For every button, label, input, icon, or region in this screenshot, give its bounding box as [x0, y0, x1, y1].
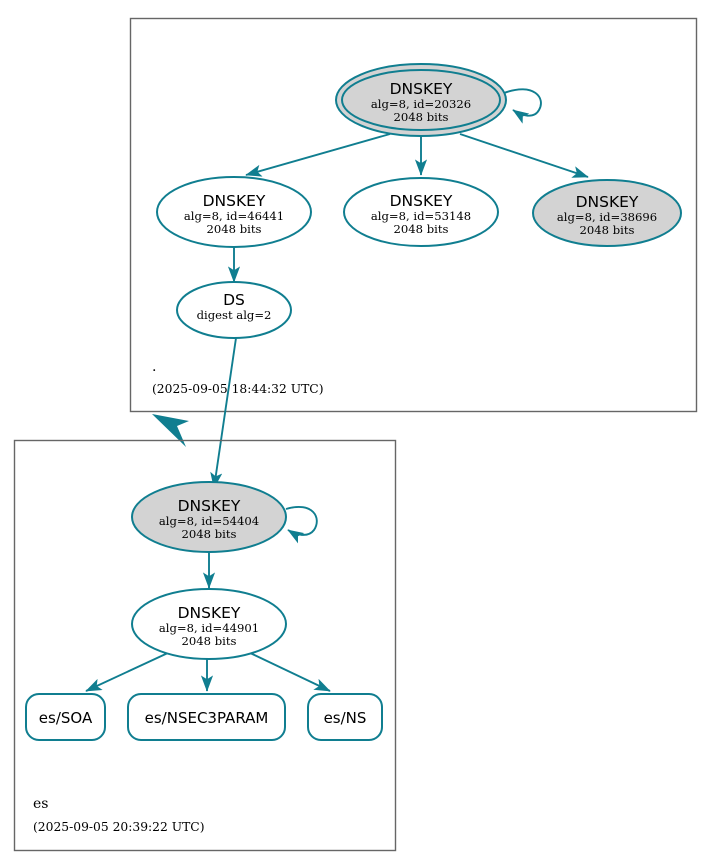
node-dnskey-46441-keysize: 2048 bits	[207, 222, 262, 236]
node-rrset-es-soa-box	[25, 693, 106, 741]
node-dnskey-54404-algid: alg=8, id=54404	[159, 514, 259, 528]
node-dnskey-44901-keysize: 2048 bits	[182, 634, 237, 648]
node-dnskey-54404-ellipse	[131, 481, 287, 553]
node-dnskey-38696-keysize: 2048 bits	[580, 223, 635, 237]
node-rrset-es-ns-label: es/NS	[324, 709, 367, 727]
zone-es-timestamp: (2025-09-05 20:39:22 UTC)	[33, 820, 205, 834]
node-dnskey-54404-title: DNSKEY	[178, 497, 241, 515]
zone-es-border	[13, 439, 397, 852]
node-dnskey-44901-algid: alg=8, id=44901	[159, 621, 259, 635]
node-dnskey-20326-keysize: 2048 bits	[394, 110, 449, 124]
node-dnskey-53148[interactable]: DNSKEY alg=8, id=53148 2048 bits	[343, 177, 499, 247]
edge-ksk20326-to-zsk38696	[459, 133, 589, 178]
node-dnskey-38696[interactable]: DNSKEY alg=8, id=38696 2048 bits	[532, 179, 682, 247]
node-rrset-es-nsec3param-label: es/NSEC3PARAM	[145, 709, 269, 727]
node-dnskey-46441-title: DNSKEY	[203, 192, 266, 210]
node-dnskey-20326-title: DNSKEY	[390, 80, 453, 98]
zone-es-edges	[85, 506, 331, 692]
node-dnskey-20326-algid: alg=8, id=20326	[371, 97, 471, 111]
node-dnskey-38696-title: DNSKEY	[576, 193, 639, 211]
edge-ksk20326-to-zsk46441	[245, 133, 391, 177]
node-dnskey-54404[interactable]: DNSKEY alg=8, id=54404 2048 bits	[131, 481, 287, 553]
node-dnskey-38696-algid: alg=8, id=38696	[557, 210, 657, 224]
edge-es-ksk54404-self-signature	[285, 506, 318, 544]
edge-es-zsk44901-to-ns	[247, 651, 331, 692]
node-rrset-es-soa-label: es/SOA	[39, 709, 93, 727]
zone-root: DNSKEY alg=8, id=20326 2048 bits DNSKEY …	[129, 17, 698, 413]
node-ds-digest-alg2[interactable]: DS digest alg=2	[176, 281, 292, 339]
node-rrset-es-soa[interactable]: es/SOA	[25, 693, 106, 741]
node-dnskey-46441[interactable]: DNSKEY alg=8, id=46441 2048 bits	[156, 176, 312, 248]
node-ds-ellipse	[176, 281, 292, 339]
zone-root-border	[129, 17, 698, 413]
node-ds-digest-alg: digest alg=2	[197, 308, 272, 322]
edge-es-zsk44901-to-soa	[85, 651, 171, 692]
node-dnskey-53148-algid: alg=8, id=53148	[371, 209, 471, 223]
node-dnskey-44901[interactable]: DNSKEY alg=8, id=44901 2048 bits	[131, 588, 287, 660]
edge-ds-to-es-ksk54404	[210, 337, 237, 489]
node-dnskey-44901-ellipse	[131, 588, 287, 660]
node-dnskey-53148-keysize: 2048 bits	[394, 222, 449, 236]
node-dnskey-54404-keysize: 2048 bits	[182, 527, 237, 541]
delegation-edge-root-to-es	[152, 337, 237, 489]
zone-root-timestamp: (2025-09-05 18:44:32 UTC)	[152, 382, 324, 396]
node-dnskey-53148-ellipse	[343, 177, 499, 247]
node-rrset-es-nsec3param[interactable]: es/NSEC3PARAM	[127, 693, 286, 741]
node-rrset-es-nsec3param-box	[127, 693, 286, 741]
node-dnskey-20326-inner-ellipse	[341, 69, 501, 131]
node-dnskey-53148-title: DNSKEY	[390, 192, 453, 210]
zone-boundary-arrowhead-icon	[152, 414, 189, 447]
zone-root-name: .	[152, 359, 156, 375]
node-dnskey-46441-ellipse	[156, 176, 312, 248]
zone-es: DNSKEY alg=8, id=54404 2048 bits DNSKEY …	[13, 439, 397, 852]
node-rrset-es-ns[interactable]: es/NS	[307, 693, 383, 741]
zone-root-edges	[227, 88, 589, 283]
node-dnskey-44901-title: DNSKEY	[178, 604, 241, 622]
edge-ksk20326-self-signature	[503, 88, 542, 124]
node-ds-title: DS	[223, 291, 245, 309]
node-rrset-es-ns-box	[307, 693, 383, 741]
zone-es-name: es	[33, 796, 48, 812]
node-dnskey-46441-algid: alg=8, id=46441	[184, 209, 284, 223]
node-dnskey-20326[interactable]: DNSKEY alg=8, id=20326 2048 bits	[335, 63, 507, 137]
node-dnskey-38696-ellipse	[532, 179, 682, 247]
